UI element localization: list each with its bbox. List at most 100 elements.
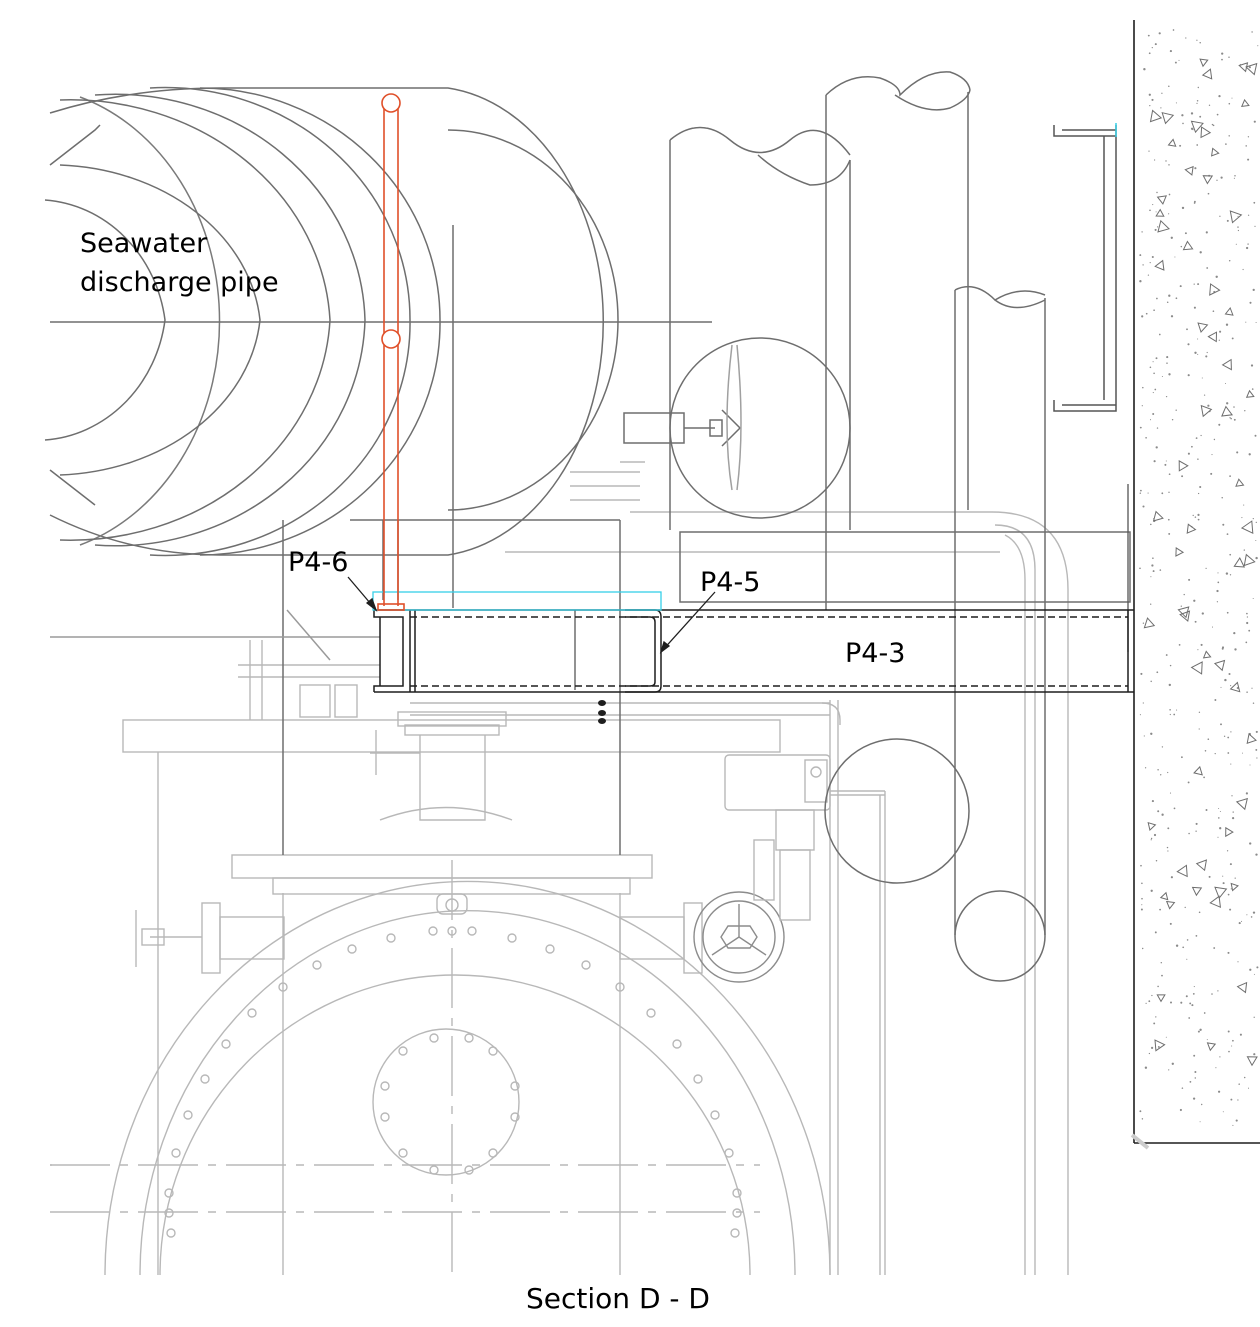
concrete-dot — [1148, 150, 1150, 152]
concrete-dot — [1168, 193, 1171, 196]
aggregate-triangle — [1147, 821, 1157, 831]
concrete-dot — [1213, 438, 1216, 441]
concrete-wall — [1127, 20, 1260, 1150]
concrete-dot — [1230, 731, 1232, 733]
concrete-dot — [1227, 951, 1230, 954]
concrete-dot — [1215, 1067, 1217, 1069]
concrete-dot — [1229, 908, 1232, 911]
concrete-dot — [1166, 846, 1169, 849]
concrete-dot — [1165, 1036, 1167, 1038]
concrete-dot — [1218, 807, 1220, 810]
concrete-dot — [1255, 556, 1258, 560]
concrete-dot — [1212, 124, 1215, 127]
concrete-dot — [1148, 1052, 1151, 1055]
concrete-dot — [1175, 102, 1177, 104]
concrete-dot — [1199, 1028, 1202, 1031]
concrete-dot — [1156, 671, 1159, 674]
concrete-dot — [1241, 517, 1243, 519]
concrete-dot — [1229, 475, 1231, 477]
concrete-dot — [1227, 893, 1230, 896]
aggregate-triangle — [1149, 109, 1163, 123]
concrete-dot — [1152, 392, 1154, 394]
concrete-dot — [1225, 572, 1229, 575]
aggregate-triangle — [1245, 389, 1255, 398]
concrete-dot — [1211, 123, 1214, 126]
aggregate-triangle — [1221, 358, 1232, 371]
aggregate-triangle — [1165, 900, 1176, 910]
concrete-dot — [1234, 174, 1236, 177]
concrete-dot — [1248, 66, 1251, 69]
aggregate-triangle — [1200, 126, 1212, 139]
hanger-top-pin — [381, 93, 401, 113]
concrete-dot — [1221, 647, 1224, 650]
concrete-dot — [1160, 107, 1162, 109]
concrete-dot — [1154, 43, 1157, 46]
concrete-dot — [1165, 395, 1168, 398]
nozzle-flange — [397, 711, 507, 727]
concrete-dot — [1197, 492, 1200, 495]
concrete-dot — [1174, 61, 1177, 64]
concrete-dot — [1256, 966, 1259, 969]
concrete-dot — [1207, 404, 1210, 407]
concrete-dot — [1186, 939, 1189, 941]
concrete-dot — [1220, 686, 1222, 688]
aggregate-triangle — [1213, 659, 1226, 672]
concrete-dot — [1255, 853, 1258, 856]
concrete-dot — [1175, 409, 1177, 411]
concrete-dot — [1170, 315, 1174, 318]
pipe-label-line2: discharge pipe — [80, 267, 279, 298]
concrete-dot — [1139, 1110, 1142, 1113]
concrete-dot — [1190, 112, 1194, 115]
concrete-dot — [1151, 46, 1153, 49]
aggregate-triangle — [1210, 147, 1220, 157]
concrete-dot — [1173, 807, 1176, 810]
concrete-dot — [1189, 1080, 1192, 1083]
concrete-dot — [1181, 114, 1184, 117]
concrete-dot — [1197, 338, 1199, 340]
aggregate-triangle — [1243, 553, 1256, 567]
concrete-dot — [1180, 1001, 1183, 1004]
concrete-dot — [1139, 567, 1141, 570]
vessel-shell-outer — [104, 880, 831, 1276]
concrete-dot — [1214, 699, 1217, 701]
concrete-dot — [1231, 816, 1235, 820]
concrete-dot — [1253, 1053, 1256, 1056]
concrete-dot — [1157, 768, 1159, 771]
concrete-dot — [1195, 830, 1197, 832]
concrete-dot — [1159, 774, 1162, 776]
aggregate-triangle — [1184, 165, 1194, 176]
concrete-dot — [1253, 973, 1255, 975]
concrete-dot — [1169, 709, 1171, 711]
concrete-dot — [1197, 86, 1200, 89]
concrete-dot — [1142, 264, 1144, 266]
concrete-dot — [1156, 226, 1159, 228]
concrete-dot — [1150, 837, 1153, 840]
concrete-dot — [1170, 1001, 1172, 1004]
concrete-dot — [1246, 612, 1248, 615]
concrete-dot — [1194, 516, 1197, 518]
concrete-dot — [1251, 31, 1253, 33]
concrete-dot — [1187, 781, 1190, 784]
concrete-dot — [1225, 323, 1229, 326]
concrete-dot — [1160, 962, 1163, 964]
aggregate-triangle — [1229, 681, 1241, 693]
concrete-dot — [1203, 776, 1205, 779]
concrete-dot — [1158, 333, 1161, 336]
concrete-dot — [1229, 574, 1232, 576]
concrete-dot — [1187, 343, 1190, 346]
concrete-dot — [1217, 836, 1219, 838]
concrete-dot — [1221, 496, 1223, 499]
concrete-dot — [1178, 644, 1181, 646]
concrete-dot — [1211, 454, 1213, 456]
concrete-dot — [1141, 897, 1143, 900]
concrete-dot — [1226, 533, 1229, 535]
concrete-dot — [1219, 1056, 1221, 1058]
concrete-dot — [1232, 1124, 1234, 1126]
concrete-dot — [1183, 593, 1185, 596]
aggregate-triangle — [1225, 826, 1234, 838]
concrete-dot — [1195, 935, 1198, 937]
concrete-dot — [1255, 730, 1258, 733]
concrete-dot — [1142, 386, 1144, 389]
concrete-dot — [1233, 631, 1236, 635]
concrete-dot — [1149, 366, 1152, 369]
